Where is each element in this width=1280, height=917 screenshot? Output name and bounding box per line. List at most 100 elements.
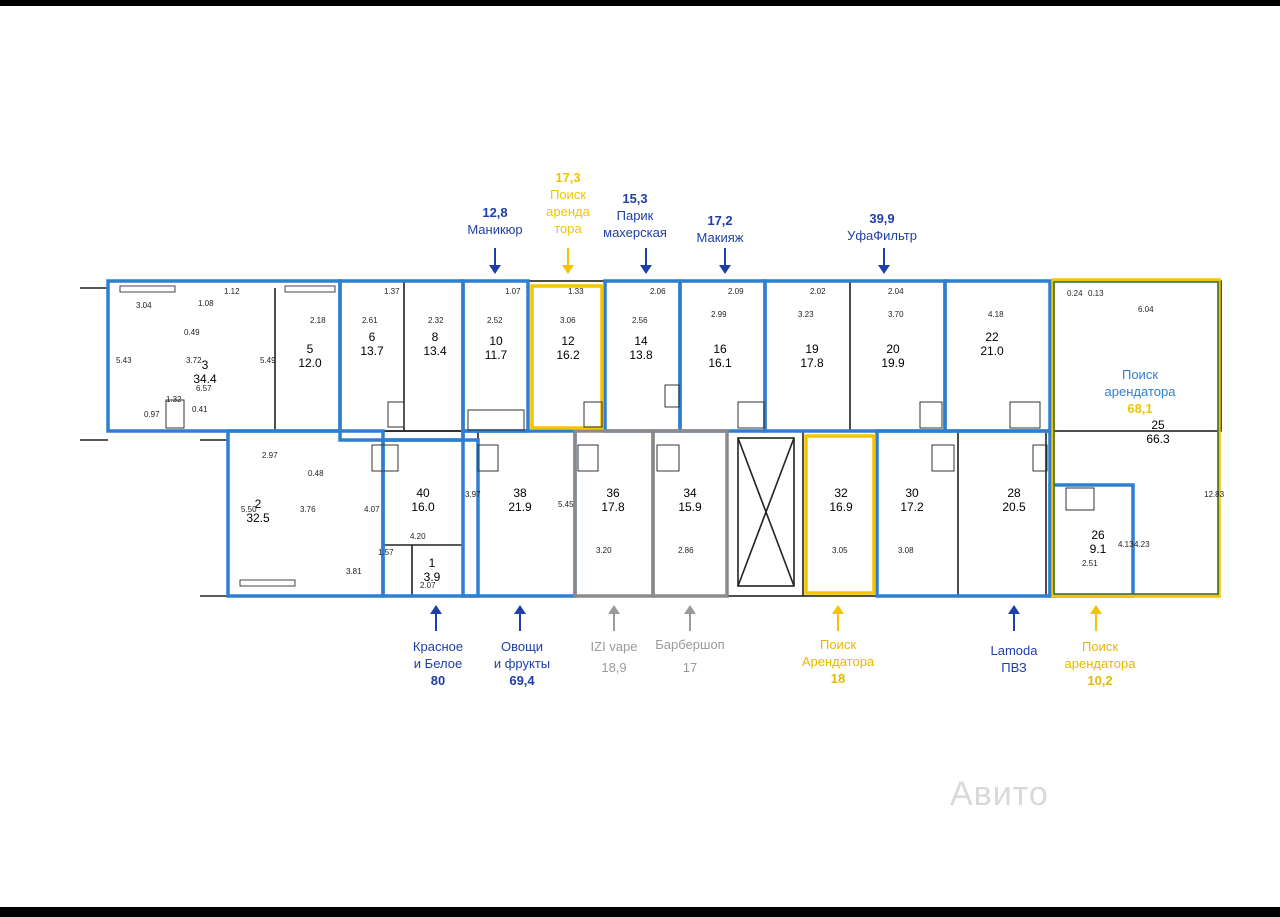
room-number: 25 [1151,418,1165,432]
dimension: 2.97 [262,451,278,460]
tenant-label-hairdresser: 15,3 Парик махерская [603,190,667,241]
dimension: 3.06 [560,316,576,325]
tenant-frames-blue [106,279,1135,598]
dimension: 2.18 [310,316,326,325]
room-number: 34 [683,486,697,500]
bathrooms [165,384,1095,511]
tenant-name: Поиск арендатора [1104,367,1176,399]
tenant-label-manicure: 12,8 Маникюр [467,204,522,238]
room-number: 2 [254,497,262,511]
room-number: 22 [985,330,999,344]
room-area: 13.8 [629,348,653,362]
arrow-up-icon [514,605,526,631]
dimension: 2.51 [1082,559,1098,568]
room-area: 21.9 [508,500,532,514]
tenant-name: Парик махерская [603,208,667,240]
tenant-label-krasnoe-beloe: Красное и Белое 80 [413,638,463,689]
room-area: 17.8 [601,500,625,514]
room-number: 12 [561,334,575,348]
dimension: 2.99 [711,310,727,319]
tenant-name: Овощи и фрукты [493,639,551,671]
room-number: 28 [1007,486,1021,500]
room-area: 15.9 [678,500,702,514]
tenant-area: 15,3 [622,191,648,206]
arrow-down-icon [719,248,731,274]
room-number: 14 [634,334,648,348]
room-area: 20.5 [1002,500,1026,514]
dimension: 0.24 [1067,289,1083,298]
dimension: 2.04 [888,287,904,296]
tenant-area: 17 [682,660,698,675]
room-area: 66.3 [1146,432,1170,446]
tenant-name: Маникюр [467,222,523,237]
room-number: 6 [368,330,376,344]
dimension: 4.07 [364,505,380,514]
tenant-area: 17,2 [707,213,733,228]
dimension: 2.32 [428,316,444,325]
dimension: 1.37 [384,287,400,296]
dimension: 4.20 [410,532,426,541]
room-number: 20 [886,342,900,356]
arrow-up-icon [1090,605,1102,631]
room-area: 19.9 [881,356,905,370]
dimension: 3.81 [346,567,362,576]
tenant-area: 39,9 [869,211,895,226]
top-border [0,0,1280,6]
room-area: 11.7 [484,348,508,362]
dimension: 2.56 [632,316,648,325]
dimension: 5.45 [558,500,574,509]
room-number: 1 [428,556,436,570]
tenant-label-ufafilter: 39,9 УфаФильтр [847,210,917,244]
dimension: 2.09 [728,287,744,296]
room-area: 34.4 [193,372,217,386]
room-area: 16.2 [556,348,580,362]
tenant-name: Поиск арендатора [1064,639,1136,671]
dimension: 2.02 [810,287,826,296]
tenant-label-vegetables: Овощи и фрукты 69,4 [494,638,550,689]
arrow-up-icon [430,605,442,631]
dimension: 4.18 [988,310,1004,319]
dimension: 0.48 [308,469,324,478]
windows [119,285,336,587]
dimension: 0.97 [144,410,160,419]
dimension: 1.33 [568,287,584,296]
room-number: 32 [834,486,848,500]
dimension: 1.07 [505,287,521,296]
arrow-down-icon [562,248,574,274]
room-area: 16.9 [829,500,853,514]
tenant-name: УфаФильтр [847,228,917,243]
tenant-name: Поиск аренда тора [546,187,590,236]
arrow-down-icon [640,248,652,274]
room-number: 40 [416,486,430,500]
dimension: 3.70 [888,310,904,319]
tenant-frames-gray [573,429,729,598]
room-number: 19 [805,342,819,356]
tenant-label-right-search: Поиск арендатора 68,1 [1105,366,1176,417]
right-frame-green [1053,281,1219,595]
room-area: 9.1 [1089,542,1107,556]
tenant-area: 69,4 [509,673,535,688]
tenant-area: 17,3 [555,170,581,185]
room-area: 13.4 [423,344,447,358]
room-area: 13.7 [360,344,384,358]
room-number: 16 [713,342,727,356]
room-number: 3 [201,358,209,372]
dimension: 5.50 [241,505,257,514]
watermark: Авито [950,775,1049,813]
dimension: 4.23 [1134,540,1150,549]
dimension: 6.04 [1138,305,1154,314]
dimension: 3.08 [898,546,914,555]
room-number: 38 [513,486,527,500]
tenant-name: Барбершоп [655,637,725,652]
